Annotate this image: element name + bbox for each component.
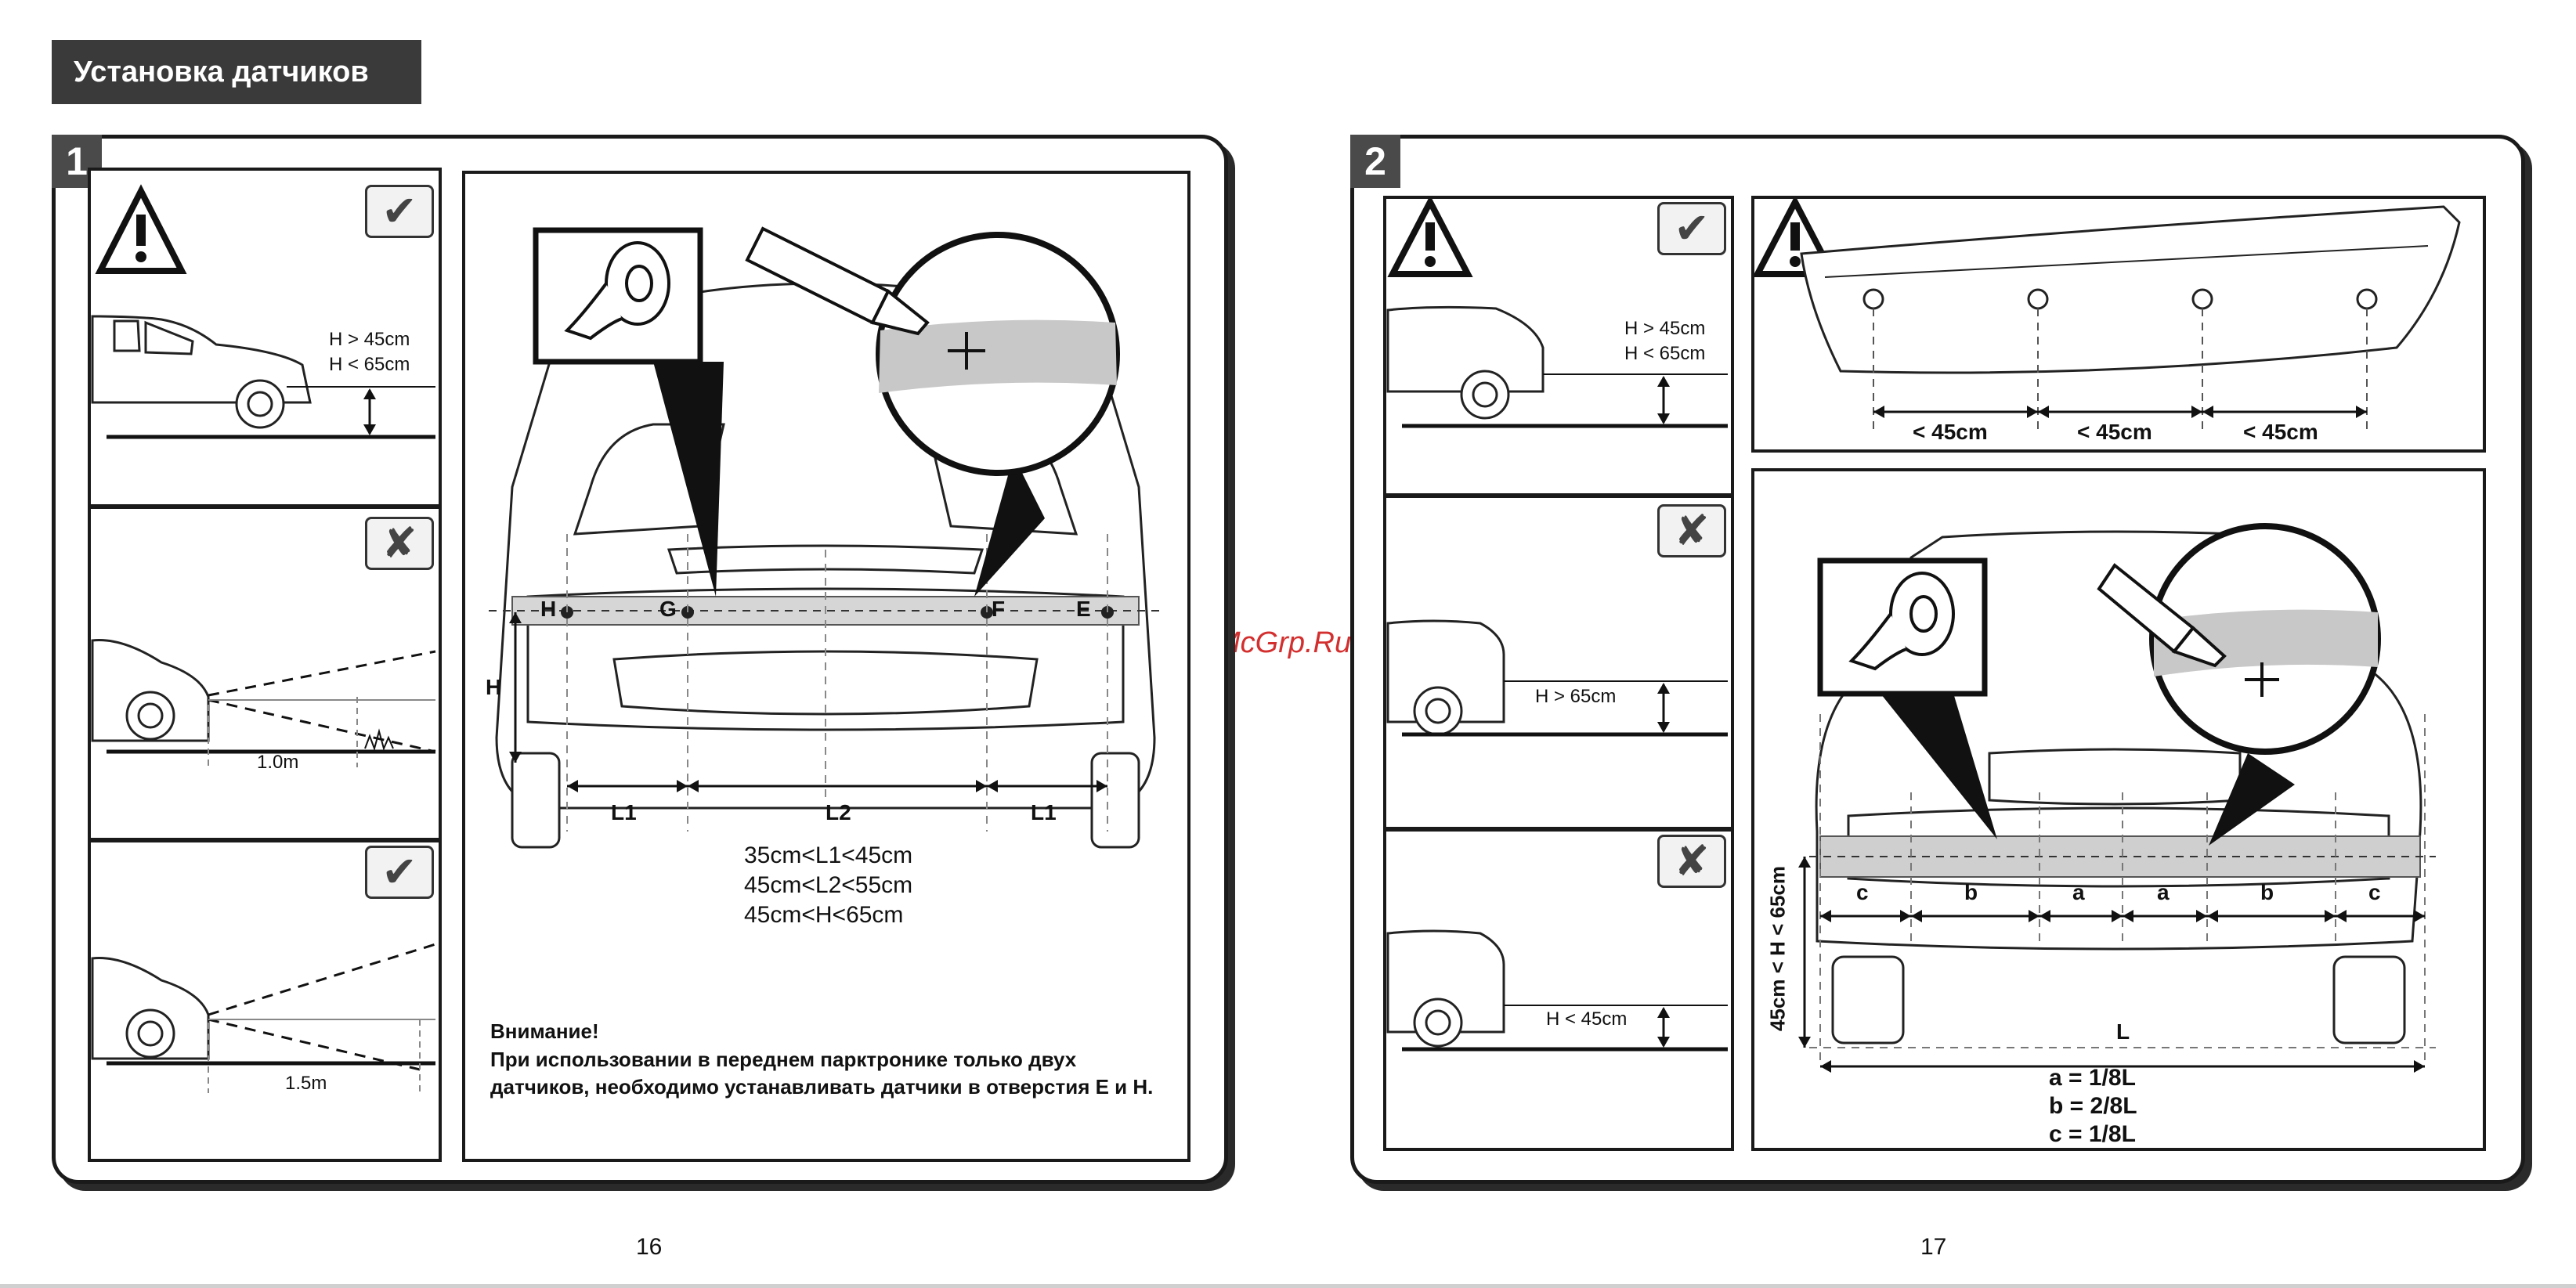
check-icon: ✔ (365, 185, 434, 238)
car-front-icon (91, 639, 210, 742)
warning-icon (95, 184, 187, 274)
height-max-label: H < 65cm (329, 354, 410, 375)
bottom-divider (0, 1284, 2576, 1288)
height-check-illustration (91, 184, 435, 439)
car-rear-icon (1386, 929, 1505, 1048)
note-text: При использовании в переднем парктронике… (490, 1048, 1154, 1099)
section-1-badge: 1 (52, 135, 102, 188)
rear-car-illustration (1798, 523, 2436, 1073)
distance-bad-label: 1.0m (257, 752, 299, 773)
marker-pen-icon (745, 226, 930, 336)
bumper-top-box (1751, 195, 2486, 453)
front-diagram-box (462, 171, 1190, 1162)
car-rear-icon (1386, 619, 1505, 736)
dim-L1-right: L1 (1031, 800, 1057, 824)
segment-label-c-right: c (2368, 880, 2381, 904)
dim-L1-left: L1 (611, 800, 637, 824)
tape-callout (533, 227, 724, 597)
check-icon: ✔ (1657, 202, 1726, 255)
height-high-label: H > 65cm (1535, 686, 1617, 707)
note-title: Внимание! (490, 1019, 599, 1043)
segment-label-b-left: b (1964, 880, 1978, 904)
total-length-label: L (2116, 1019, 2130, 1044)
height-ok-min-label: H > 45cm (1624, 318, 1706, 339)
point-label-G: G (659, 597, 677, 621)
check-icon: ✔ (365, 846, 434, 899)
car-rear-icon (1386, 305, 1545, 420)
car-front-icon (91, 957, 210, 1060)
marker-pen-icon (2097, 563, 2227, 668)
dim-L2: L2 (826, 800, 851, 824)
formula-H: 45cm<H<65cm (744, 902, 904, 928)
tape-roll-icon (1848, 572, 1955, 671)
page-number-left: 16 (636, 1234, 663, 1260)
segment-label-a-left: a (2072, 880, 2085, 904)
car-side-icon (91, 315, 312, 429)
gap-label-1: < 45cm (1913, 420, 1988, 444)
watermark: McGrp.Ru (1216, 626, 1352, 659)
sensor-hole-icon (1862, 288, 2378, 310)
height-dim-label: H (486, 675, 502, 699)
height-ok-max-label: H < 65cm (1624, 343, 1706, 364)
formula-a: a = 1/8L (2049, 1065, 2136, 1091)
cross-icon: ✘ (1657, 835, 1726, 888)
height-low-illustration (1386, 929, 1728, 1052)
segment-label-b-right: b (2260, 880, 2274, 904)
distance-good-illustration (91, 943, 436, 1093)
height-high-illustration (1386, 619, 1728, 737)
point-label-E: E (1076, 597, 1091, 621)
page-header: Установка датчиков (52, 40, 421, 104)
distance-good-label: 1.5m (285, 1073, 327, 1094)
formula-c: c = 1/8L (2049, 1121, 2136, 1147)
segment-label-a-right: a (2157, 880, 2170, 904)
warning-icon (1387, 195, 1473, 277)
tape-callout (1817, 557, 1997, 839)
rear-diagram-box (1751, 468, 2486, 1151)
height-range-label: 45cm < H < 65cm (1765, 865, 1790, 1032)
gap-label-3: < 45cm (2243, 420, 2318, 444)
height-min-label: H > 45cm (329, 329, 410, 350)
point-label-F: F (992, 597, 1006, 621)
height-ok-illustration (1386, 195, 1728, 428)
section-2-badge: 2 (1350, 135, 1400, 188)
distance-bad-illustration (91, 639, 436, 767)
marker-callout (2097, 523, 2381, 846)
tape-roll-icon (564, 241, 670, 341)
front-car-illustration (489, 226, 1162, 849)
cross-icon: ✘ (365, 517, 434, 570)
segment-label-c-left: c (1856, 880, 1869, 904)
grass-icon (364, 728, 394, 752)
page-number-right: 17 (1920, 1234, 1947, 1260)
marker-callout (745, 226, 1120, 597)
formula-L2: 45cm<L2<55cm (744, 872, 913, 898)
point-label-H: H (540, 597, 557, 621)
bumper-top-illustration (1752, 195, 2461, 434)
gap-label-2: < 45cm (2077, 420, 2152, 444)
formula-b: b = 2/8L (2049, 1093, 2137, 1119)
formula-L1: 35cm<L1<45cm (744, 842, 913, 868)
cross-icon: ✘ (1657, 504, 1726, 557)
height-low-label: H < 45cm (1546, 1008, 1628, 1030)
